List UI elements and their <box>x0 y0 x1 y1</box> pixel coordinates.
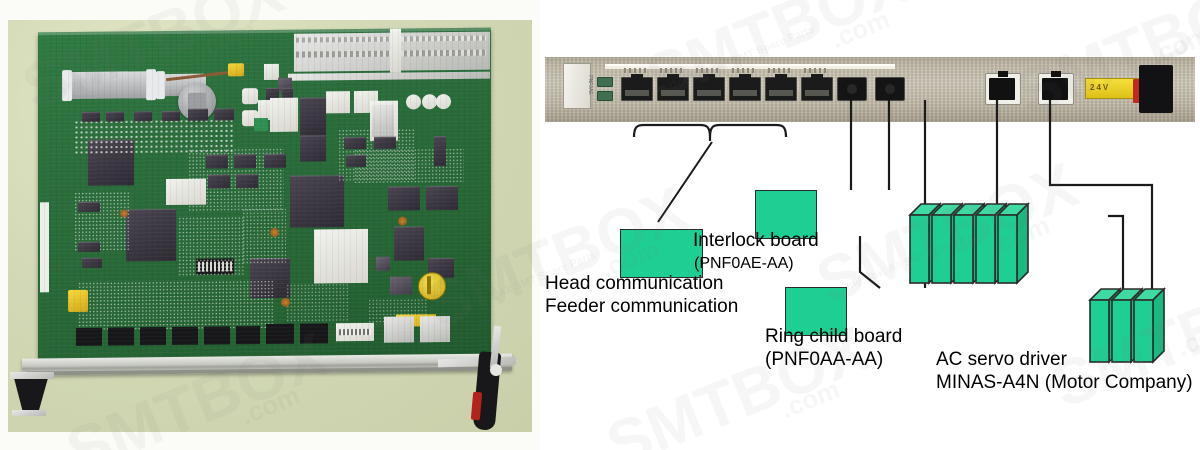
rj45-port-1 <box>621 74 653 101</box>
rj45-label-1 <box>624 68 648 73</box>
panel-rail <box>605 64 895 69</box>
rj45-label-3 <box>696 68 720 73</box>
head-feeder-block <box>620 229 703 278</box>
rj45-port-5 <box>765 74 797 101</box>
rj45-label-6 <box>804 68 828 73</box>
ac-servo-driver-lower-stack <box>1088 287 1166 364</box>
rj45-port-2 <box>657 74 689 101</box>
panel-rail-highlight <box>605 64 895 66</box>
ring-child-board-block <box>785 287 847 336</box>
rj45-label-2 <box>660 68 684 73</box>
rj45-port-4 <box>729 74 761 101</box>
rj45-label-4 <box>732 68 756 73</box>
mini-jack-1 <box>597 77 613 87</box>
wiring-lines <box>632 100 1154 312</box>
panel-tab <box>563 63 591 109</box>
interlock-board-label: Interlock board <box>693 230 819 251</box>
head-communication-label: Head communication <box>545 273 724 294</box>
ring-child-board-label: Ring child board <box>765 326 903 347</box>
ac-servo-driver-label: AC servo driver <box>936 349 1067 370</box>
mini-jack-2 <box>597 91 613 101</box>
voltage-label-text: 24V <box>1090 83 1111 92</box>
power-connector-black <box>1139 65 1173 113</box>
rj45-large-port-1 <box>985 71 1021 105</box>
rj45-port-6 <box>801 74 833 101</box>
rj45-label-5 <box>768 68 792 73</box>
interlock-board-block <box>755 190 817 239</box>
control-board-photo <box>0 0 540 450</box>
rear-connector-panel: PNF0AE 24V <box>545 57 1195 122</box>
photo-frame <box>8 20 532 432</box>
interlock-board-part-number: (PNF0AE-AA) <box>694 255 794 272</box>
round-port-2 <box>875 77 905 101</box>
wiring-diagram: PNF0AE 24V <box>540 0 1200 450</box>
pcb-board <box>38 27 491 363</box>
ac-servo-driver-model: MINAS-A4N (Motor Company) <box>936 372 1193 393</box>
power-connector-red <box>1133 79 1140 103</box>
ring-child-board-part-number: (PNF0AA-AA) <box>765 349 884 370</box>
rj45-large-port-2 <box>1038 71 1074 105</box>
ac-servo-driver-upper-stack <box>908 202 1030 285</box>
feeder-communication-label: Feeder communication <box>545 296 739 317</box>
voltage-label: 24V <box>1085 78 1139 99</box>
rj45-port-3 <box>693 74 725 101</box>
